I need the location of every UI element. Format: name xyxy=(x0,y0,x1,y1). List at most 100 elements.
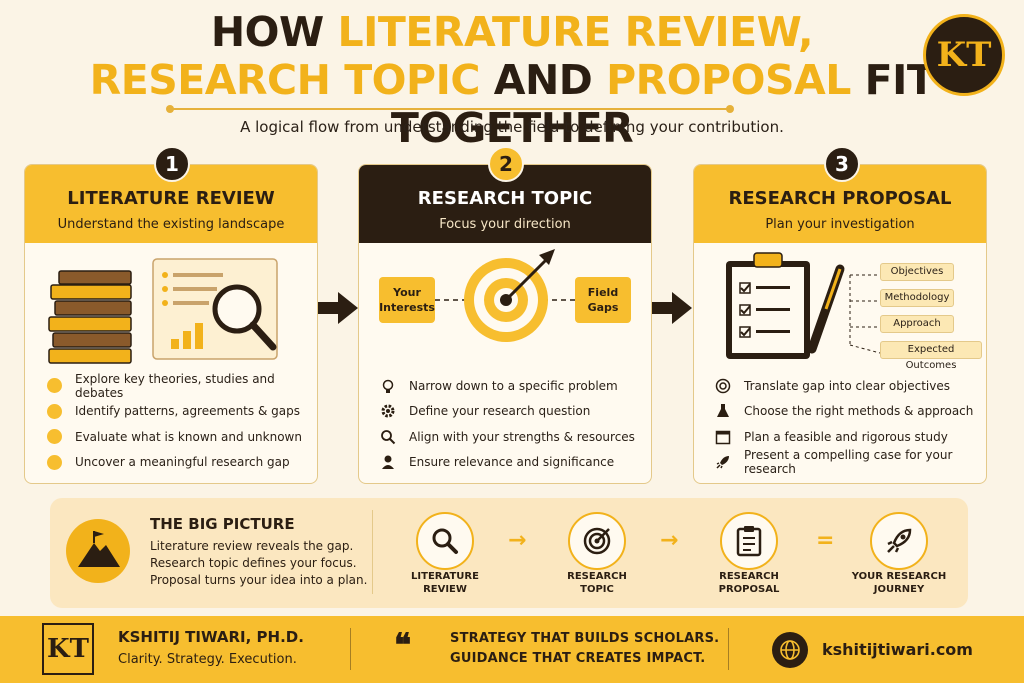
lightbulb-icon xyxy=(379,377,397,395)
step-label-research-topic: RESEARCH TOPIC xyxy=(537,570,657,596)
list-item: Choose the right methods & approach xyxy=(714,399,976,425)
person-icon xyxy=(379,453,397,471)
title-part: PROPOSAL xyxy=(606,56,851,104)
arrow-right-icon: → xyxy=(660,528,679,553)
literature-review-list: Explore key theories, studies and debate… xyxy=(45,371,307,476)
objectives-tag: Objectives xyxy=(880,263,954,281)
expected-outcomes-tag: Expected Outcomes xyxy=(880,341,982,371)
card-subtitle: Plan your investigation xyxy=(765,217,915,232)
card-subtitle: Focus your direction xyxy=(439,217,571,232)
magnifier-icon xyxy=(416,512,474,570)
search-icon xyxy=(379,428,397,446)
equals-sign: = xyxy=(816,528,835,553)
flask-icon xyxy=(714,402,732,420)
step-label-line: YOUR RESEARCH xyxy=(851,571,947,582)
list-item-text: Identify patterns, agreements & gaps xyxy=(75,404,300,419)
card-title: RESEARCH TOPIC xyxy=(417,188,593,209)
divider xyxy=(728,628,729,670)
list-item: Narrow down to a specific problem xyxy=(379,373,641,399)
list-item-text: Evaluate what is known and unknown xyxy=(75,429,302,444)
card-title: LITERATURE REVIEW xyxy=(67,188,275,209)
research-proposal-list: Translate gap into clear objectives Choo… xyxy=(714,373,976,477)
rocket-icon xyxy=(870,512,928,570)
divider xyxy=(350,628,351,670)
step-label-your-research-journey: YOUR RESEARCH JOURNEY xyxy=(839,570,959,596)
list-item-text: Present a compelling case for your resea… xyxy=(744,448,953,477)
step-label-line: RESEARCH xyxy=(567,571,627,582)
target-icon xyxy=(435,249,577,342)
step-label-research-proposal: RESEARCH PROPOSAL xyxy=(689,570,809,596)
big-picture-title: THE BIG PICTURE xyxy=(150,515,295,533)
list-item: Evaluate what is known and unknown xyxy=(45,424,307,450)
pencil-icon xyxy=(45,402,63,420)
magnifier-icon xyxy=(212,284,277,351)
clipboard-icon xyxy=(720,512,778,570)
search-icon xyxy=(45,453,63,471)
page-title: HOW LITERATURE REVIEW, RESEARCH TOPIC AN… xyxy=(0,8,1024,152)
step-label-line: TOPIC xyxy=(580,584,614,595)
title-part: LITERATURE REVIEW, xyxy=(337,8,814,56)
field-gaps-box: Field Gaps xyxy=(575,277,631,323)
target-icon xyxy=(714,377,732,395)
step-label-line: REVIEW xyxy=(423,584,467,595)
list-item-text: Narrow down to a specific problem xyxy=(409,378,618,393)
mountain-flag-icon xyxy=(66,519,130,583)
research-proposal-card: RESEARCH PROPOSAL Plan your investigatio… xyxy=(693,164,987,484)
author-tagline: Clarity. Strategy. Execution. xyxy=(118,652,297,667)
list-item: Explore key theories, studies and debate… xyxy=(45,371,307,400)
step-label-line: LITERATURE xyxy=(411,571,479,582)
title-part: AND xyxy=(479,56,607,104)
calendar-icon xyxy=(714,428,732,446)
footer: KT KSHITIJ TIWARI, PH.D. Clarity. Strate… xyxy=(0,616,1024,683)
connector-lines xyxy=(849,274,881,354)
books-icon xyxy=(48,270,132,364)
website-link[interactable]: kshitijtiwari.com xyxy=(822,640,973,659)
list-item: Define your research question xyxy=(379,399,641,425)
step-number-1: 1 xyxy=(154,146,190,182)
list-item: Align with your strengths & resources xyxy=(379,424,641,450)
clipboard-illustration xyxy=(726,252,881,359)
list-item-text: Choose the right methods & approach xyxy=(744,404,974,419)
kt-logo[interactable]: KT xyxy=(923,14,1005,96)
arrow-right-icon: → xyxy=(508,528,527,553)
list-item: Uncover a meaningful research gap xyxy=(45,450,307,476)
list-item: Present a compelling case for your resea… xyxy=(714,448,976,477)
title-part: HOW xyxy=(210,8,338,56)
step-number-3: 3 xyxy=(824,146,860,182)
step-label-literature-review: LITERATURE REVIEW xyxy=(385,570,505,596)
quote-line: GUIDANCE THAT CREATES IMPACT. xyxy=(450,651,706,666)
big-picture-line: Research topic defines your focus. xyxy=(150,556,357,570)
card-header: LITERATURE REVIEW Understand the existin… xyxy=(25,165,317,243)
page-subtitle: A logical flow from understanding the fi… xyxy=(240,118,784,136)
research-topic-list: Narrow down to a specific problem Define… xyxy=(379,373,641,475)
list-item: Translate gap into clear objectives xyxy=(714,373,976,399)
card-header: RESEARCH TOPIC Focus your direction xyxy=(359,165,651,243)
evaluate-icon xyxy=(45,428,63,446)
list-item-text: Uncover a meaningful research gap xyxy=(75,455,290,470)
explore-icon xyxy=(45,377,63,395)
card-title: RESEARCH PROPOSAL xyxy=(728,188,952,209)
divider xyxy=(372,510,373,594)
quote-icon: ❝ xyxy=(394,626,412,664)
approach-tag: Approach xyxy=(880,315,954,333)
your-interests-box: Your Interests xyxy=(379,277,435,323)
research-topic-card: RESEARCH TOPIC Focus your direction Your… xyxy=(358,164,652,484)
step-label-line: RESEARCH xyxy=(719,571,779,582)
step-label-line: PROPOSAL xyxy=(718,584,780,595)
list-item-text: Ensure relevance and significance xyxy=(409,455,615,470)
list-item-text: Explore key theories, studies and debate… xyxy=(75,371,275,400)
big-picture-line: Literature review reveals the gap. xyxy=(150,539,354,553)
books-analysis-illustration xyxy=(48,258,278,364)
step-number-2: 2 xyxy=(488,146,524,182)
step-label-line: JOURNEY xyxy=(873,584,925,595)
list-item-text: Translate gap into clear objectives xyxy=(744,378,950,393)
big-picture-text: Literature review reveals the gap. Resea… xyxy=(150,538,367,589)
literature-review-card: LITERATURE REVIEW Understand the existin… xyxy=(24,164,318,484)
title-part: RESEARCH TOPIC xyxy=(89,56,481,104)
big-picture-panel: THE BIG PICTURE Literature review reveal… xyxy=(50,498,968,608)
title-divider xyxy=(166,105,734,113)
footer-logo[interactable]: KT xyxy=(42,623,94,675)
pen-icon xyxy=(807,264,845,354)
globe-icon xyxy=(772,632,808,668)
card-subtitle: Understand the existing landscape xyxy=(57,217,285,232)
